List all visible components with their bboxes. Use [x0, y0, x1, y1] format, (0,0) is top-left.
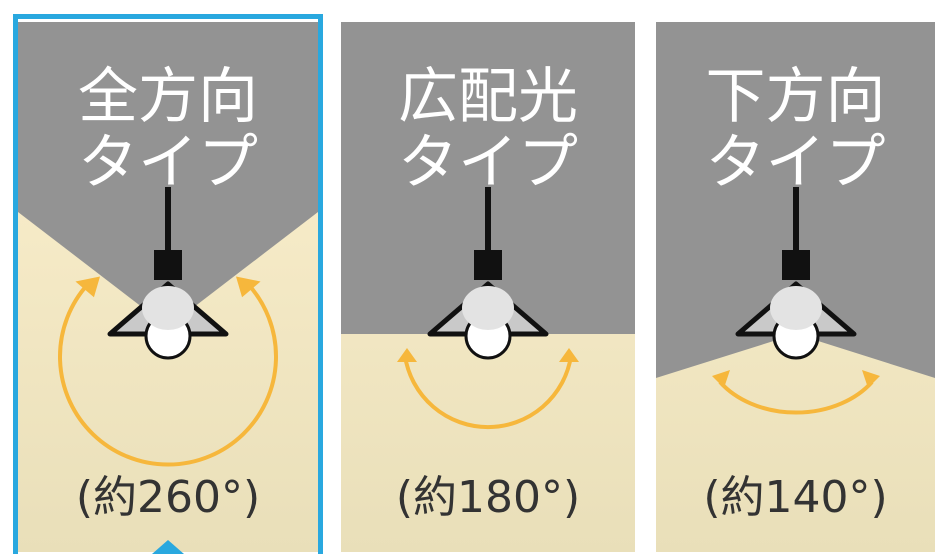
- arrow-head-right: [559, 348, 579, 362]
- light-spread-arrow: [718, 380, 874, 415]
- panel-title-line1: 下方向: [705, 62, 886, 132]
- angle-label: (約180°): [395, 472, 581, 523]
- panel-title-line2: タイプ: [78, 128, 258, 198]
- panel-title-line2: タイプ: [705, 128, 886, 198]
- arrow-head-left: [75, 276, 101, 298]
- panel-downward[interactable]: 下方向 タイプ (約140°): [656, 22, 935, 552]
- light-spread-arrow: [58, 282, 278, 467]
- panel-downward-illustration: [656, 22, 935, 552]
- pendant-lamp-icon: [427, 187, 549, 360]
- panel-title-line1: 全方向: [78, 62, 258, 132]
- arrow-head-left: [712, 370, 730, 388]
- arrow-head-left: [397, 348, 417, 362]
- arrow-head-right: [235, 276, 261, 298]
- selection-pointer-icon: [152, 540, 184, 554]
- pendant-lamp-icon: [107, 187, 229, 360]
- panel-omnidirectional[interactable]: 全方向 タイプ (約260°): [18, 22, 318, 552]
- panel-title-line1: 広配光: [398, 62, 578, 132]
- angle-label: (約140°): [703, 472, 888, 523]
- pendant-lamp-icon: [735, 187, 857, 360]
- angle-label: (約260°): [75, 472, 261, 523]
- panel-title-line2: タイプ: [398, 128, 578, 198]
- light-spread-arrow: [403, 355, 573, 430]
- panel-omnidirectional-illustration: [18, 22, 318, 552]
- ceiling-shadow: [18, 22, 318, 327]
- panel-wide-distribution[interactable]: 広配光 タイプ (約180°): [341, 22, 635, 552]
- arrow-head-right: [862, 370, 880, 388]
- panel-wide-distribution-illustration: [341, 22, 635, 552]
